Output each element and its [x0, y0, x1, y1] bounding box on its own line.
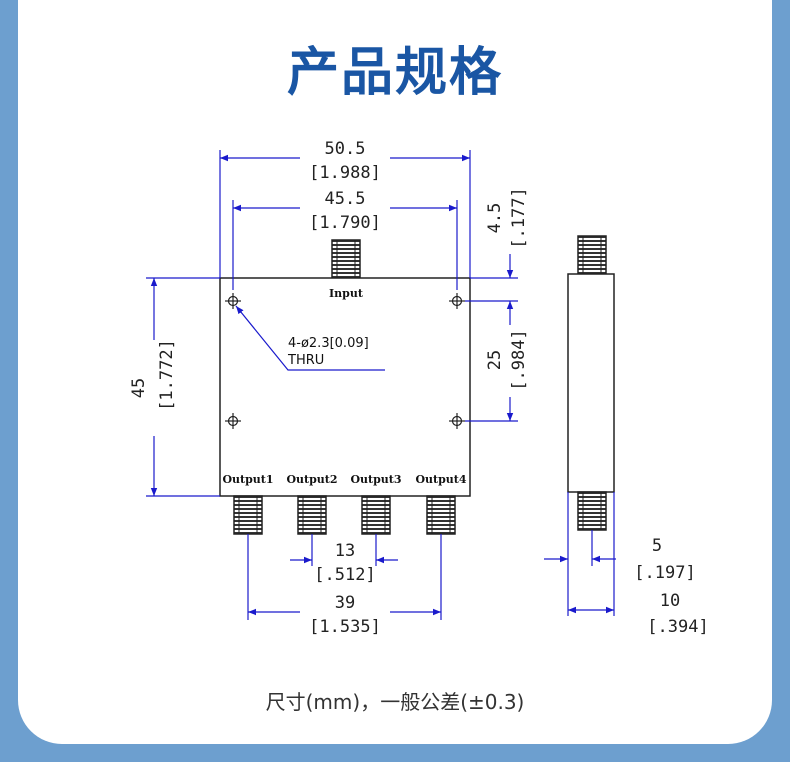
dimension-lines — [146, 150, 518, 620]
hole-note-size: 4-ø2.3[0.09] — [288, 336, 369, 351]
dim-output-span-mm: 39 — [335, 593, 355, 613]
dim-hole-offset-top-in: [.177] — [509, 187, 529, 248]
output-connector-4 — [426, 495, 456, 535]
output-label-1: Output1 — [222, 473, 273, 486]
dim-connector-offset-mm: 5 — [652, 536, 662, 556]
input-label: Input — [329, 287, 364, 300]
mounting-hole — [449, 413, 465, 429]
side-output-connector — [577, 491, 607, 531]
side-dimension-lines — [544, 492, 616, 616]
dim-overall-width-in: [1.988] — [309, 163, 381, 183]
dim-height-mm: 45 — [129, 378, 149, 398]
dim-connector-offset-in: [.197] — [634, 563, 695, 583]
output-label-4: Output4 — [415, 473, 466, 486]
dim-overall-width-mm: 50.5 — [325, 139, 366, 159]
hole-note-thru: THRU — [287, 353, 324, 368]
dim-hole-spacing-y-mm: 25 — [485, 350, 505, 370]
dim-height-in: [1.772] — [157, 339, 177, 411]
dim-hole-spacing-x-mm: 45.5 — [325, 189, 366, 209]
dim-thickness-mm: 10 — [660, 591, 680, 611]
output-connector-3 — [361, 495, 391, 535]
dim-output-span-in: [1.535] — [309, 617, 381, 637]
front-view: Input 4-ø2.3[0.09] THRU Output1 Output2 … — [219, 239, 471, 535]
splitter-body — [219, 277, 471, 497]
output-label-2: Output2 — [286, 473, 337, 486]
output-connector-2 — [297, 495, 327, 535]
dim-output-pitch-mm: 13 — [335, 541, 355, 561]
dim-hole-offset-top-mm: 4.5 — [485, 203, 505, 234]
mounting-hole — [225, 413, 241, 429]
dim-thickness-in: [.394] — [647, 617, 708, 637]
dimension-caption: 尺寸(mm)，一般公差(±0.3) — [265, 690, 525, 714]
input-connector — [331, 239, 361, 279]
side-view — [567, 235, 615, 531]
dim-hole-spacing-x-in: [1.790] — [309, 213, 381, 233]
output-connector-1 — [233, 495, 263, 535]
hole-leader — [235, 305, 385, 371]
mounting-hole — [225, 293, 241, 309]
page-title: 产品规格 — [286, 43, 503, 103]
output-label-3: Output3 — [350, 473, 401, 486]
mounting-hole — [449, 293, 465, 309]
dim-output-pitch-in: [.512] — [314, 565, 375, 585]
side-input-connector — [577, 235, 607, 275]
dim-hole-spacing-y-in: [.984] — [509, 329, 529, 390]
side-body — [567, 273, 615, 493]
